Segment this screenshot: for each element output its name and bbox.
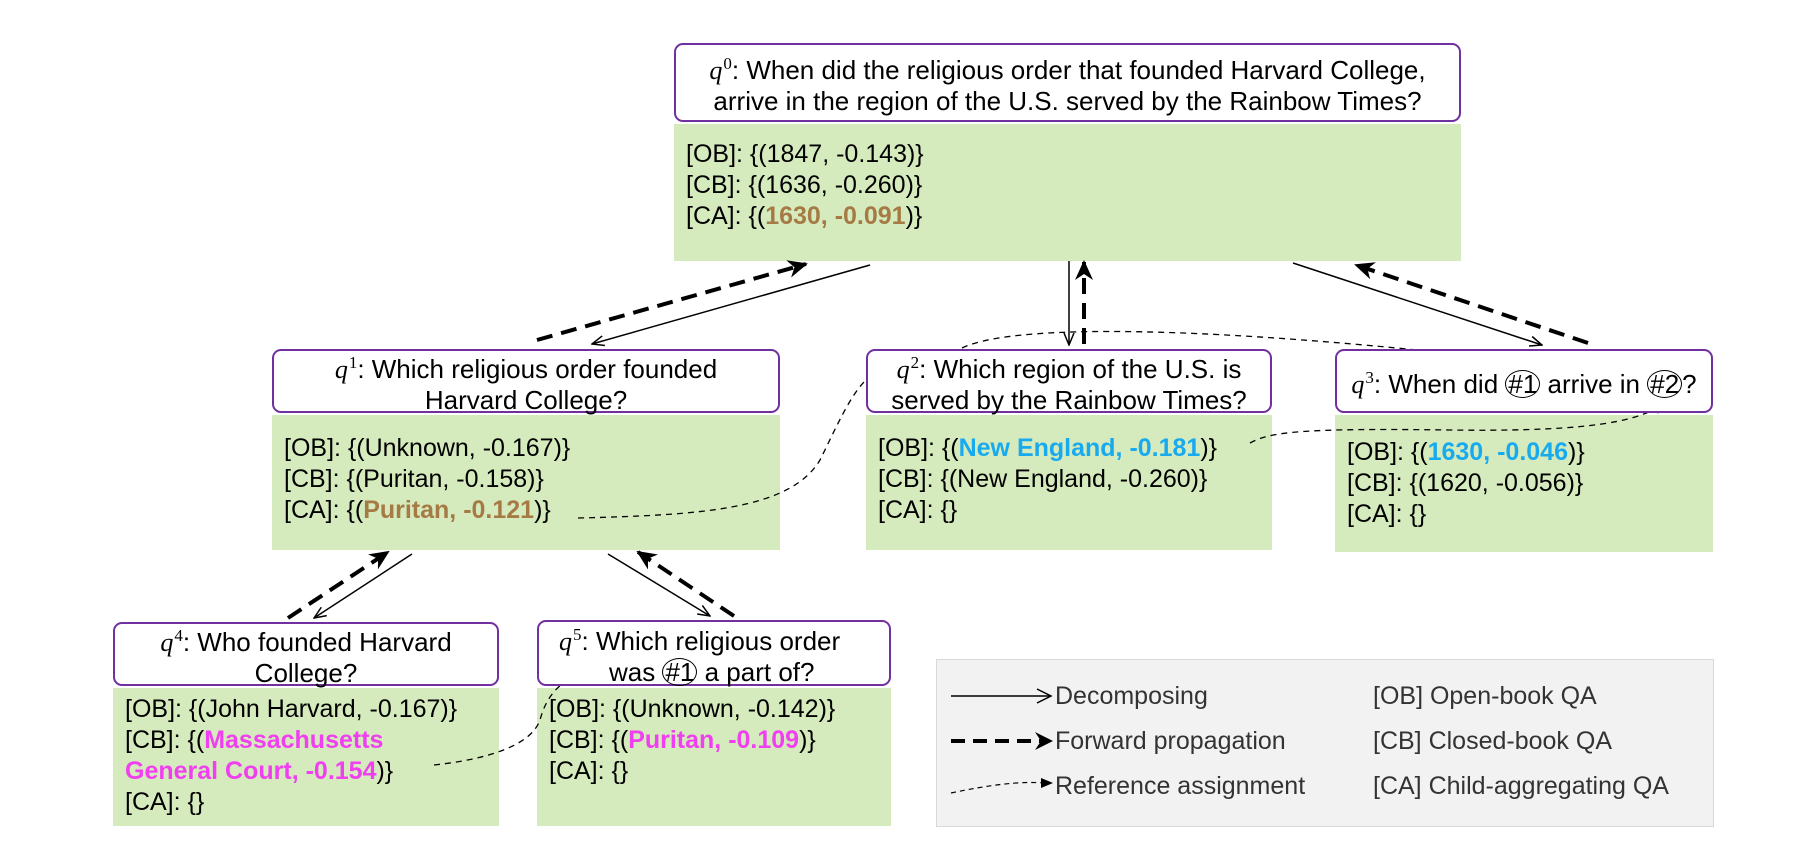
q5-ref-1: #1 <box>662 657 698 686</box>
q2-question-line2: served by the Rainbow Times? <box>891 384 1247 415</box>
q4-cb-line1: [CB]: {(Massachusetts <box>125 726 384 754</box>
legend-ca-label: [CA] Child-aggregating QA <box>1373 772 1669 800</box>
q4-answer-box: [OB]: {(John Harvard, -0.167)} [CB]: {(M… <box>113 688 499 826</box>
q2-cb: [CB]: {(New England, -0.260)} <box>878 465 1208 493</box>
q3-ref-2: #2 <box>1647 370 1683 398</box>
q4-question-line1: : Who founded Harvard <box>182 626 452 657</box>
q1-answer-box: [OB]: {(Unknown, -0.167)} [CB]: {(Purita… <box>272 415 780 550</box>
q1-question-box: q1: Which religious order founded Harvar… <box>272 349 780 415</box>
legend-reference-label: Reference assignment <box>1055 772 1306 800</box>
forward-q4-q1 <box>286 550 390 620</box>
q1-question-line1: : Which religious order founded <box>357 353 718 384</box>
q5-answer-box: [OB]: {(Unknown, -0.142)} [CB]: {(Purita… <box>537 688 891 826</box>
q1-ob: [OB]: {(Unknown, -0.167)} <box>284 434 571 462</box>
q4-index: 4 <box>174 625 183 645</box>
q0-cb: [CB]: {(1636, -0.260)} <box>686 171 923 199</box>
q2-ob-value: New England, -0.181 <box>958 434 1201 462</box>
q4-cb-line2: General Court, -0.154)} <box>125 757 394 785</box>
forward-q1-q0 <box>536 260 808 342</box>
legend-decomposing-line <box>951 688 1053 704</box>
q5-cb-value: Puritan, -0.109 <box>628 726 800 754</box>
legend-ob-label: [OB] Open-book QA <box>1373 682 1597 710</box>
legend-forward-label: Forward propagation <box>1055 727 1286 755</box>
decompose-q0-q1 <box>592 264 871 344</box>
q0-ca: [CA]: {(1630, -0.091)} <box>686 202 923 230</box>
q2-answer-box: [OB]: {(New England, -0.181)} [CB]: {(Ne… <box>866 415 1272 550</box>
q4-ob: [OB]: {(John Harvard, -0.167)} <box>125 695 458 723</box>
q3-ca: [CA]: {} <box>1347 500 1427 528</box>
q0-ca-value: 1630, -0.091 <box>765 202 906 230</box>
q3-ref-1: #1 <box>1505 370 1541 398</box>
q1-question-line2: Harvard College? <box>424 384 628 415</box>
forward-q5-q1 <box>636 550 736 618</box>
q5-ca: [CA]: {} <box>549 757 629 785</box>
q0-answer-box: [OB]: {(1847, -0.143)} [CB]: {(1636, -0.… <box>674 124 1461 261</box>
q0-question-line1: : When did the religious order that foun… <box>731 55 1426 85</box>
q3-cb: [CB]: {(1620, -0.056)} <box>1347 469 1584 497</box>
q1-cb: [CB]: {(Puritan, -0.158)} <box>284 465 544 493</box>
q3-ob: [OB]: {(1630, -0.046)} <box>1347 438 1585 466</box>
q5-question-box: q5: Which religious order was #1 a part … <box>537 620 891 687</box>
q4-question-line2: College? <box>254 657 358 688</box>
q3-question-box: q3: When did #1 arrive in #2? <box>1335 349 1713 413</box>
forward-q3-q0 <box>1354 262 1589 345</box>
q1-ca-value: Puritan, -0.121 <box>363 496 535 524</box>
q2-ob: [OB]: {(New England, -0.181)} <box>878 434 1218 462</box>
q3-answer-box: [OB]: {(1630, -0.046)} [CB]: {(1620, -0.… <box>1335 415 1713 552</box>
q2-question-box: q2: Which region of the U.S. is served b… <box>866 349 1272 415</box>
q2-index: 2 <box>910 352 920 372</box>
q0-ob: [OB]: {(1847, -0.143)} <box>686 140 924 168</box>
q3-ob-value: 1630, -0.046 <box>1427 438 1568 466</box>
legend: Decomposing Forward propagation Referenc… <box>936 659 1714 827</box>
decompose-q1-q5 <box>607 553 710 616</box>
q5-question-line1: : Which religious order <box>581 625 841 656</box>
q4-question-box: q4: Who founded Harvard College? <box>113 622 499 688</box>
q0-index: 0 <box>723 54 732 73</box>
q2-ca: [CA]: {} <box>878 496 958 524</box>
q2-question-line1: : Which region of the U.S. is <box>919 353 1242 384</box>
q0-question-box: q0: When did the religious order that fo… <box>674 43 1461 122</box>
legend-reference-line <box>950 778 1053 794</box>
decompose-q1-q4 <box>314 553 413 618</box>
q4-ca: [CA]: {} <box>125 788 205 816</box>
q4-cb-value-line1: Massachusetts <box>204 726 384 754</box>
q4-cb-value-line2: General Court, -0.154 <box>125 757 377 785</box>
legend-decomposing-label: Decomposing <box>1055 682 1208 710</box>
legend-cb-label: [CB] Closed-book QA <box>1373 727 1612 755</box>
q1-ca: [CA]: {(Puritan, -0.121)} <box>284 496 551 524</box>
q5-ob: [OB]: {(Unknown, -0.142)} <box>549 695 836 723</box>
q0-question-line2: arrive in the region of the U.S. served … <box>713 86 1422 116</box>
q5-cb: [CB]: {(Puritan, -0.109)} <box>549 726 816 754</box>
decompose-q0-q3 <box>1292 262 1542 345</box>
q1-index: 1 <box>348 352 358 372</box>
q5-index: 5 <box>573 624 582 644</box>
legend-forward-line <box>951 732 1053 750</box>
q3-index: 3 <box>1365 368 1374 387</box>
